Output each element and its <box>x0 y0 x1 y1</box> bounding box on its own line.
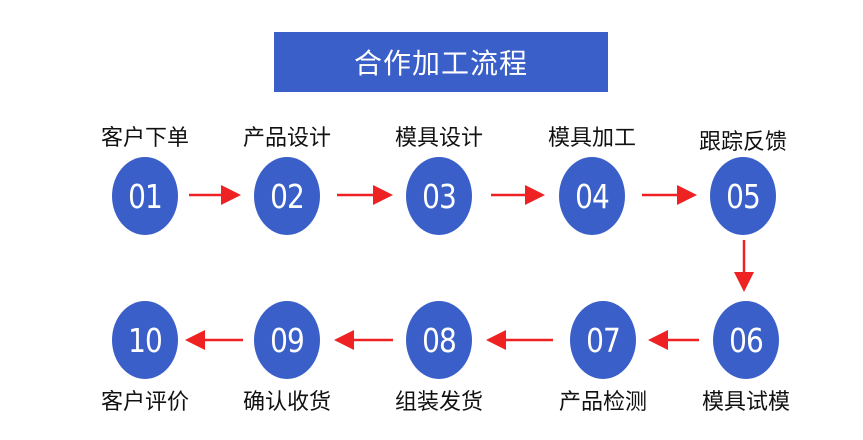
step-label-08: 组装发货 <box>394 390 483 415</box>
step-circle-03: 03 <box>406 157 472 235</box>
step-circle-04: 04 <box>559 157 625 235</box>
step-circle-01: 01 <box>112 157 178 235</box>
step-label-04: 模具加工 <box>547 126 636 151</box>
step-circle-02: 02 <box>254 157 320 235</box>
step-label-10: 客户评价 <box>100 390 189 415</box>
step-circle-07: 07 <box>570 301 636 379</box>
step-label-01: 客户下单 <box>100 126 189 151</box>
step-label-07: 产品检测 <box>558 390 647 415</box>
step-label-06: 模具试模 <box>701 390 790 415</box>
step-label-05: 跟踪反馈 <box>698 130 787 155</box>
step-label-09: 确认收货 <box>242 390 331 415</box>
step-circle-09: 09 <box>254 301 320 379</box>
step-circle-05: 05 <box>710 157 776 235</box>
step-circle-06: 06 <box>713 301 779 379</box>
step-circle-10: 10 <box>112 301 178 379</box>
step-circle-08: 08 <box>406 301 472 379</box>
step-label-03: 模具设计 <box>394 126 483 151</box>
title-banner: 合作加工流程 <box>274 32 608 92</box>
step-label-02: 产品设计 <box>242 126 331 151</box>
page-title: 合作加工流程 <box>353 47 528 80</box>
